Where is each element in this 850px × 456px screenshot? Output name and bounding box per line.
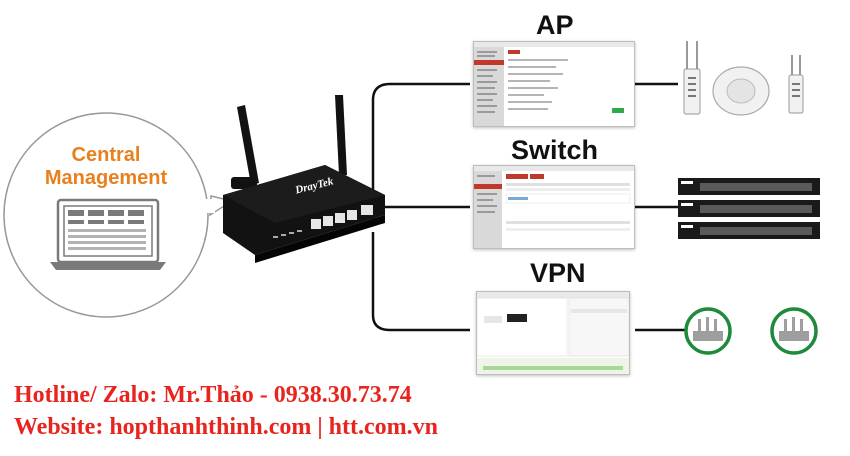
- access-point-devices: [683, 41, 804, 116]
- hotline-text: Hotline/ Zalo: Mr.Thảo - 0938.30.73.74: [14, 382, 412, 408]
- ap-title: AP: [536, 10, 574, 40]
- vpn-peer-router-icon-2: [770, 307, 818, 355]
- website-text: Website: hopthanhthinh.com | htt.com.vn: [14, 414, 439, 440]
- vpn-peer-router-icon: [684, 307, 732, 355]
- ap-screenshot-content: [474, 42, 634, 126]
- switch-screenshot-content: [474, 166, 634, 248]
- router-image: [223, 95, 385, 263]
- vpn-screenshot-content: [477, 292, 629, 374]
- switch-title: Switch: [511, 135, 599, 165]
- vpn-title: VPN: [530, 258, 586, 288]
- central-management-label: Central Management: [28, 144, 184, 190]
- ap-management-screenshot: [473, 41, 635, 127]
- switch-stack-devices: [678, 178, 820, 239]
- laptop-icon: [50, 198, 166, 270]
- central-label-line2: Management: [44, 167, 168, 189]
- switch-management-screenshot: [473, 165, 635, 249]
- vpn-management-screenshot: [476, 291, 630, 375]
- central-label-line1: Central: [71, 144, 141, 166]
